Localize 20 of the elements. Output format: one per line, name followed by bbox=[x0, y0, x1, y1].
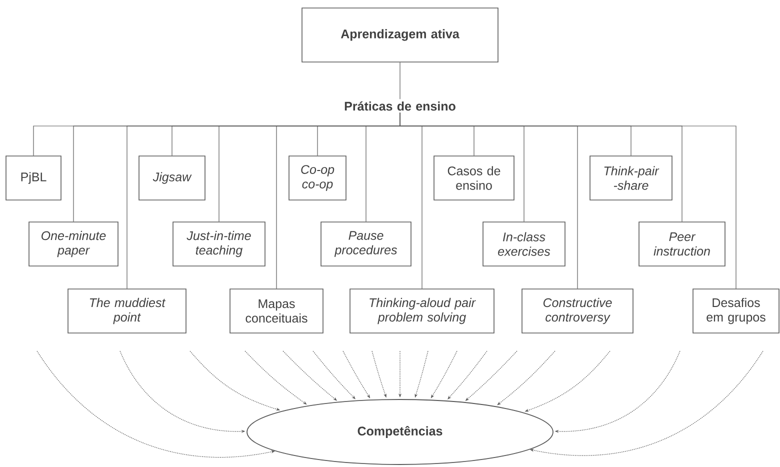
practice-box: Thinking-aloud pair problem solving bbox=[350, 288, 494, 334]
practice-box: The muddiest point bbox=[68, 288, 186, 334]
practice-box: Just-in-time teaching bbox=[172, 222, 266, 266]
heading-text: Práticas de ensino bbox=[344, 101, 456, 111]
practice-box: Mapas conceituais bbox=[230, 288, 324, 334]
practice-box: Constructive controversy bbox=[522, 288, 634, 334]
practice-box: PjBL bbox=[6, 156, 62, 200]
practice-box: Co-op co-op bbox=[288, 156, 346, 200]
connector-line bbox=[400, 112, 736, 289]
practice-box: One-minute paper bbox=[28, 222, 118, 266]
practice-box: Desafios em grupos bbox=[692, 288, 780, 334]
arrow bbox=[448, 350, 488, 400]
practice-box: Jigsaw bbox=[138, 156, 206, 200]
title-box: Aprendizagem ativa bbox=[302, 8, 498, 62]
practice-box: Casos de ensino bbox=[434, 156, 514, 200]
practice-box: Peer instruction bbox=[638, 222, 726, 266]
practice-box: In-class exercises bbox=[482, 222, 566, 266]
arrow bbox=[497, 350, 556, 406]
practice-box: Pause procedures bbox=[320, 222, 412, 266]
practice-box: Think-pair -share bbox=[590, 156, 672, 200]
